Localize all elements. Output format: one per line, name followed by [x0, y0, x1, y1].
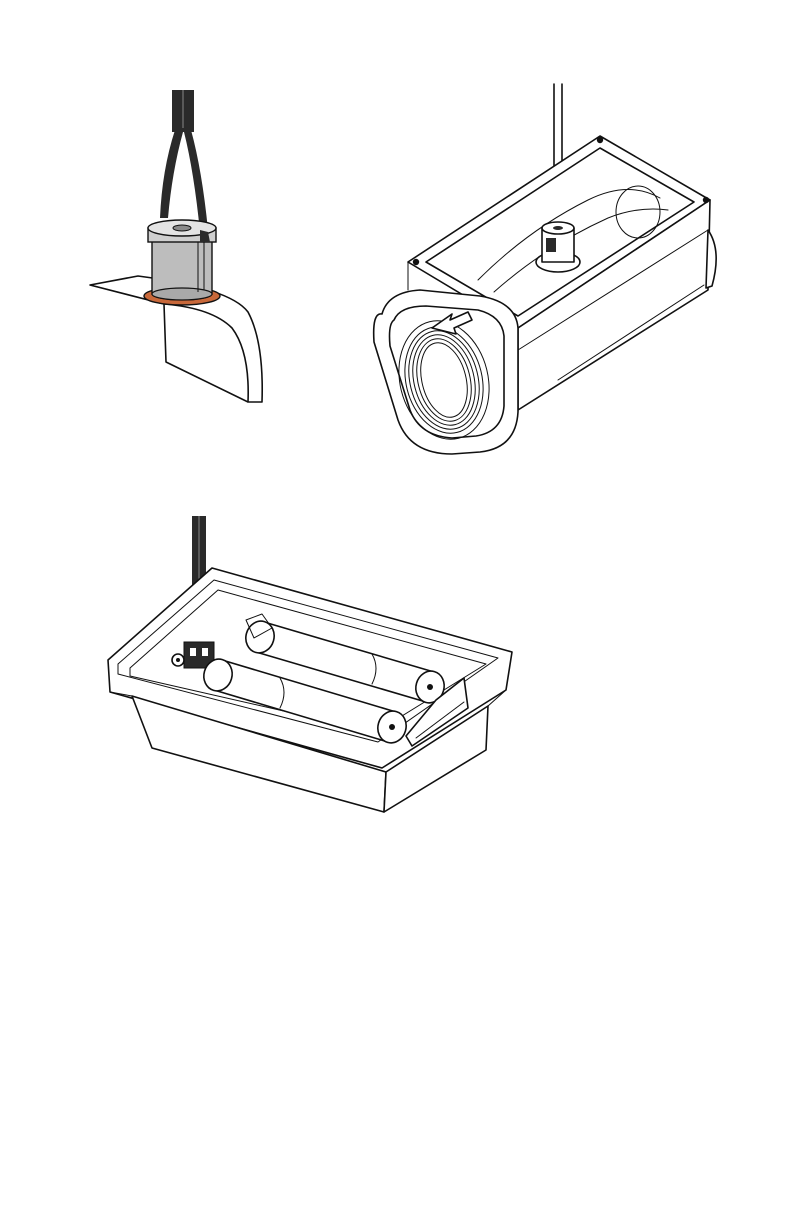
meter-body-illustration — [368, 80, 730, 464]
battery-housing-illustration — [96, 510, 526, 822]
threaded-inlet — [374, 290, 518, 454]
sensor-body — [148, 220, 216, 300]
sensor-cable — [160, 90, 208, 232]
sensor-insert-illustration — [80, 80, 280, 420]
meter-sensor-port — [536, 222, 580, 272]
